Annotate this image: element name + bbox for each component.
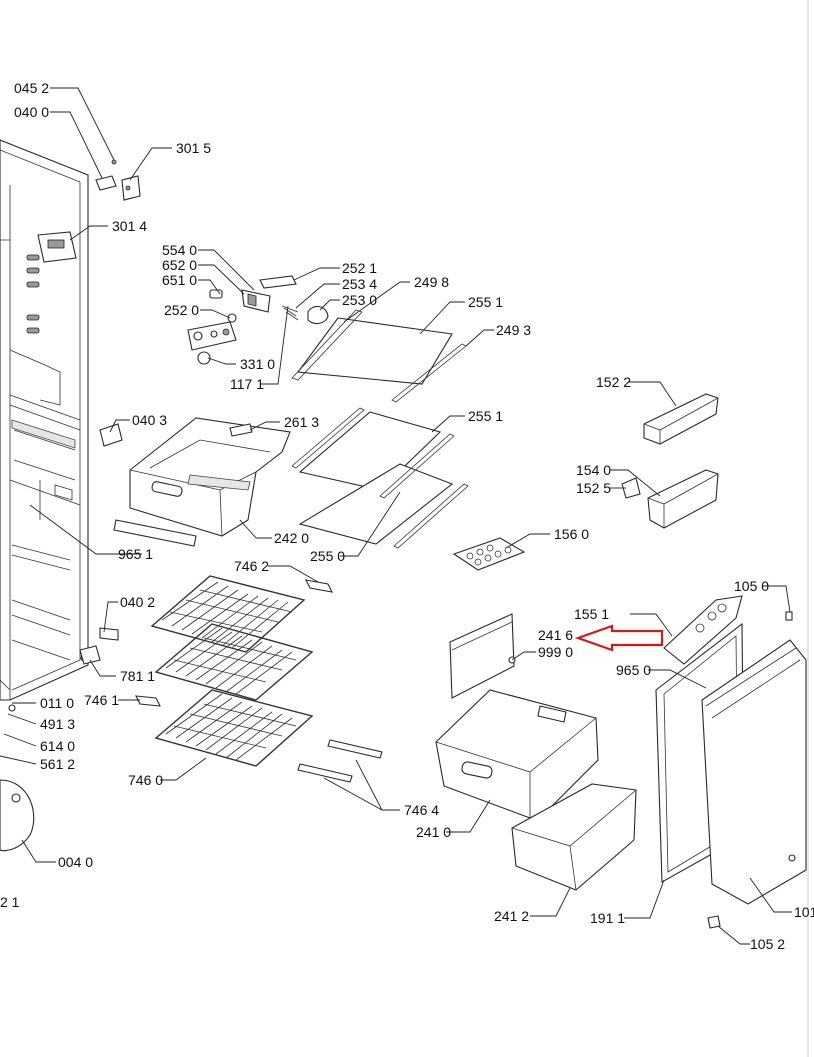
label-965-0: 965 0 [616,662,651,678]
label-253-0: 253 0 [342,292,377,308]
label-746-1: 746 1 [84,692,119,708]
label-554-0: 554 0 [162,242,197,258]
bracket-040-3 [99,423,123,447]
label-242-0: 242 0 [274,530,309,546]
label-249-8: 249 8 [414,274,449,290]
label-249-3: 249 3 [496,322,531,338]
highlight-arrow [574,624,664,652]
crisper-front-strip [113,519,197,547]
label-045-2: 045 2 [14,80,49,96]
label-255-1-middle: 255 1 [468,408,503,424]
freezer-drawer-241-2 [511,783,637,891]
label-651-0: 651 0 [162,272,197,288]
top-hinge-parts [95,159,141,201]
round-cover-part [0,779,35,852]
fridge-cabinet [0,139,89,712]
wire-shelf-top [150,575,306,653]
label-331-0: 331 0 [240,356,275,372]
wire-shelf-bottom [154,689,314,767]
label-156-0: 156 0 [554,526,589,542]
label-561-2: 561 2 [40,756,75,772]
label-004-0: 004 0 [58,854,93,870]
label-252-1: 252 1 [342,260,377,276]
label-241-0: 241 0 [416,824,451,840]
label-255-1-upper: 255 1 [468,294,503,310]
label-040-3: 040 3 [132,412,167,428]
label-040-2: 040 2 [120,594,155,610]
door-shelf-155-1 [663,595,743,665]
label-652-0: 652 0 [162,257,197,273]
label-261-3: 261 3 [284,414,319,430]
label-155-1: 155 1 [574,606,609,622]
label-241-2: 241 2 [494,908,529,924]
label-241-6: 241 6 [538,627,573,643]
leader-lines [0,87,792,945]
label-301-5: 301 5 [176,140,211,156]
freezer-flap-241-6 [449,613,516,699]
label-011-0: 011 0 [40,695,74,711]
wire-shelf-middle [154,623,314,701]
freezer-drawer-241-0 [435,689,599,819]
label-253-4: 253 4 [342,276,377,292]
label-491-3: 491 3 [40,716,75,732]
label-301-4: 301 4 [112,218,147,234]
glass-shelf-upper [291,309,467,403]
label-2-1: 2 1 [0,894,20,910]
egg-tray-156-0 [452,537,526,571]
label-101: 101 [794,904,814,920]
thermostat-group [187,275,329,365]
door-balcony-154-0 [621,469,719,529]
label-154-0: 154 0 [576,462,611,478]
label-117-1: 117 1 [230,376,264,392]
label-152-5: 152 5 [576,480,611,496]
label-255-0: 255 0 [310,548,345,564]
label-105-0: 105 0 [734,578,769,594]
label-965-1: 965 1 [118,546,153,562]
label-746-0: 746 0 [128,772,163,788]
label-614-0: 614 0 [40,738,75,754]
label-191-1: 191 1 [590,910,625,926]
label-152-2: 152 2 [596,374,631,390]
freezer-door [701,639,807,905]
label-746-4: 746 4 [404,802,439,818]
label-746-2: 746 2 [234,558,269,574]
hinge-pins [707,611,793,929]
label-105-2: 105 2 [750,936,785,952]
label-999-0: 999 0 [538,644,573,660]
label-781-1: 781 1 [120,668,155,684]
label-040-0: 040 0 [14,104,49,120]
glass-shelf-lower [298,433,469,549]
part-labels: 045 2 040 0 301 5 301 4 554 0 652 0 651 … [0,80,814,952]
crisper-drawer [129,417,291,537]
door-balcony-152-2 [643,393,719,445]
label-252-0: 252 0 [164,302,199,318]
